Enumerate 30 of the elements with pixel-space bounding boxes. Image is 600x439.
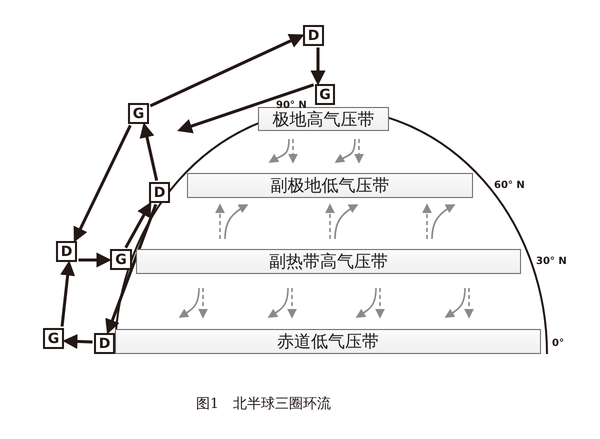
arrow: [74, 124, 132, 242]
latitude-label: 0°: [552, 338, 564, 349]
belt-band: [136, 249, 521, 274]
belt-band: [115, 329, 541, 354]
belt-name: 极地高气压带: [272, 108, 374, 130]
belt-name: 副极地低气压带: [270, 175, 390, 197]
belt-band: [258, 107, 389, 131]
arrow: [124, 202, 152, 248]
letter-box: D: [149, 182, 170, 203]
arrow: [78, 252, 112, 268]
arrow: [140, 122, 158, 181]
letter-box: G: [128, 103, 149, 124]
belt-band: [187, 173, 473, 198]
letter-box: G: [43, 328, 64, 349]
arrow: [310, 48, 326, 86]
letter-box: D: [56, 241, 77, 262]
arrow: [105, 204, 158, 334]
arrow: [60, 260, 76, 327]
belt-name: 赤道低气压带: [277, 331, 379, 353]
belt-name: 副热带高气压带: [269, 251, 388, 273]
letter-box: D: [303, 25, 324, 46]
arrow: [150, 34, 304, 108]
arrow: [62, 334, 93, 349]
latitude-label: 30° N: [536, 256, 567, 267]
letter-box: D: [94, 333, 115, 354]
letter-box: G: [110, 249, 132, 270]
caption: 图1 北半球三圈环流: [196, 395, 331, 413]
arrow: [177, 83, 314, 134]
latitude-label: 60° N: [494, 180, 525, 191]
letter-box: G: [315, 84, 335, 105]
